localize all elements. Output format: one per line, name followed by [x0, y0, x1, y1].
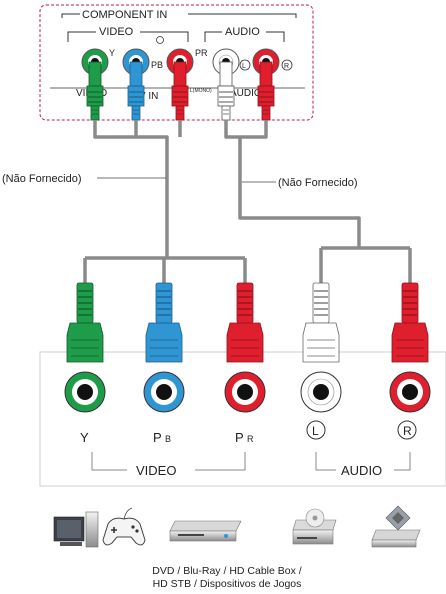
media-device-icon	[371, 505, 421, 548]
tv-audio-label: AUDIO	[225, 26, 260, 38]
device-plug-y	[66, 282, 104, 363]
device-port-pb-label: P	[153, 430, 162, 445]
device-jack-audio-l[interactable]	[300, 371, 342, 413]
tv-port-y-label: Y	[109, 48, 115, 58]
component-in-label: COMPONENT IN	[82, 9, 167, 21]
desktop-pc-icon	[53, 511, 99, 548]
device-port-pr-sub: R	[247, 434, 254, 444]
audio-cable	[224, 120, 412, 283]
screw-icon	[156, 36, 164, 44]
cable-note-left: (Não Fornecido)	[2, 173, 81, 185]
tv-port-pr-label: PR	[195, 48, 208, 58]
tv-port-r-label: R	[284, 63, 289, 70]
device-port-pb-sub: B	[165, 434, 171, 444]
tv-plug-audio-r	[257, 61, 275, 121]
tv-plug-audio-l	[217, 61, 235, 121]
tv-port-l-label: L	[242, 63, 246, 70]
tv-under-av-label: AV IN	[133, 91, 158, 102]
tv-video-label: VIDEO	[99, 26, 134, 38]
set-top-box-icon	[292, 508, 337, 545]
device-port-pr-label: P	[235, 430, 244, 445]
device-audio-label: AUDIO	[341, 463, 382, 478]
device-plug-audio-l	[302, 282, 340, 363]
device-jack-pr[interactable]	[224, 371, 266, 413]
device-plug-audio-r	[391, 282, 429, 363]
devices-caption-line1: DVD / Blu-Ray / HD Cable Box /	[152, 565, 301, 577]
device-port-l-label: L	[312, 424, 319, 438]
devices-caption-line2: HD STB / Dispositivos de Jogos	[153, 578, 302, 590]
cable-note-right: (Não Fornecido)	[278, 177, 357, 189]
gamepad-icon	[102, 507, 146, 546]
device-port-y-label: Y	[80, 430, 89, 445]
tv-under-audio-label: AUDIO	[230, 88, 262, 99]
device-plug-pb	[145, 282, 183, 363]
tv-plug-y	[86, 61, 104, 121]
dvd-player-icon	[169, 520, 242, 542]
tv-plug-pr	[171, 61, 189, 121]
device-jack-pb[interactable]	[143, 371, 185, 413]
device-port-r-label: R	[403, 424, 412, 438]
device-jack-audio-r[interactable]	[389, 371, 431, 413]
tv-mono-mark: L(MONO)	[190, 88, 212, 94]
component-video-cable	[83, 120, 247, 283]
device-jack-y[interactable]	[64, 371, 106, 413]
tv-plug-pb	[127, 61, 145, 121]
tv-port-pb-label: PB	[151, 60, 163, 70]
device-plug-pr	[226, 282, 264, 363]
device-video-label: VIDEO	[136, 463, 176, 478]
